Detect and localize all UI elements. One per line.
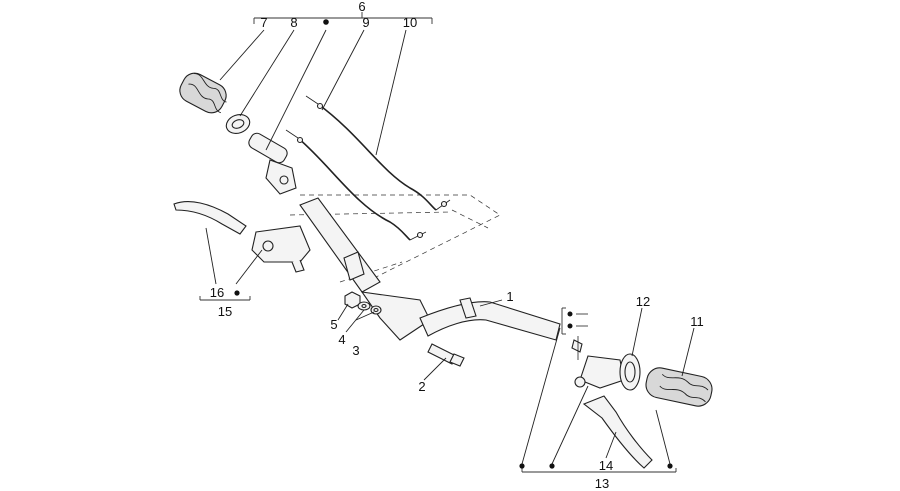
group-6-bracket [253,12,433,24]
right-grip-ring [619,353,641,391]
dot-group-13-a [519,463,525,469]
left-master-cylinder [251,225,311,273]
label-9: 9 [362,15,369,30]
label-15: 15 [218,304,232,319]
handlebar-part-1 [299,197,561,341]
dot-group-13-c [667,463,673,469]
label-10: 10 [403,15,417,30]
label-16: 16 [210,285,224,300]
label-1: 1 [506,289,513,304]
group-13-bracket [521,468,677,473]
left-brake-lever [173,201,247,235]
part-labels: 6 7 8 9 10 1 2 3 4 5 12 11 16 15 14 13 [210,0,704,491]
leader-lines [205,29,695,465]
label-7: 7 [260,15,267,30]
dot-group-13-b [549,463,555,469]
kit-dots [234,19,673,469]
group-15-bracket [199,296,251,301]
label-14: 14 [599,458,613,473]
dot-group-6 [323,19,329,25]
right-grip [645,367,713,407]
washer-part-4 [357,301,371,311]
label-13: 13 [595,476,609,491]
cables [285,95,451,241]
label-3: 3 [352,343,359,358]
left-grip [179,72,227,114]
right-screws [561,307,588,335]
label-2: 2 [418,379,425,394]
dot-group-15 [234,290,240,296]
throttle-control [248,132,297,195]
label-4: 4 [338,332,345,347]
label-11: 11 [690,314,704,329]
right-brake-lever [582,395,653,469]
label-12: 12 [636,294,650,309]
bolt-part-2 [427,343,465,367]
left-grip-ring [225,114,251,134]
label-8: 8 [290,15,297,30]
right-master-cylinder [571,336,625,389]
label-6: 6 [358,0,365,14]
label-5: 5 [330,317,337,332]
